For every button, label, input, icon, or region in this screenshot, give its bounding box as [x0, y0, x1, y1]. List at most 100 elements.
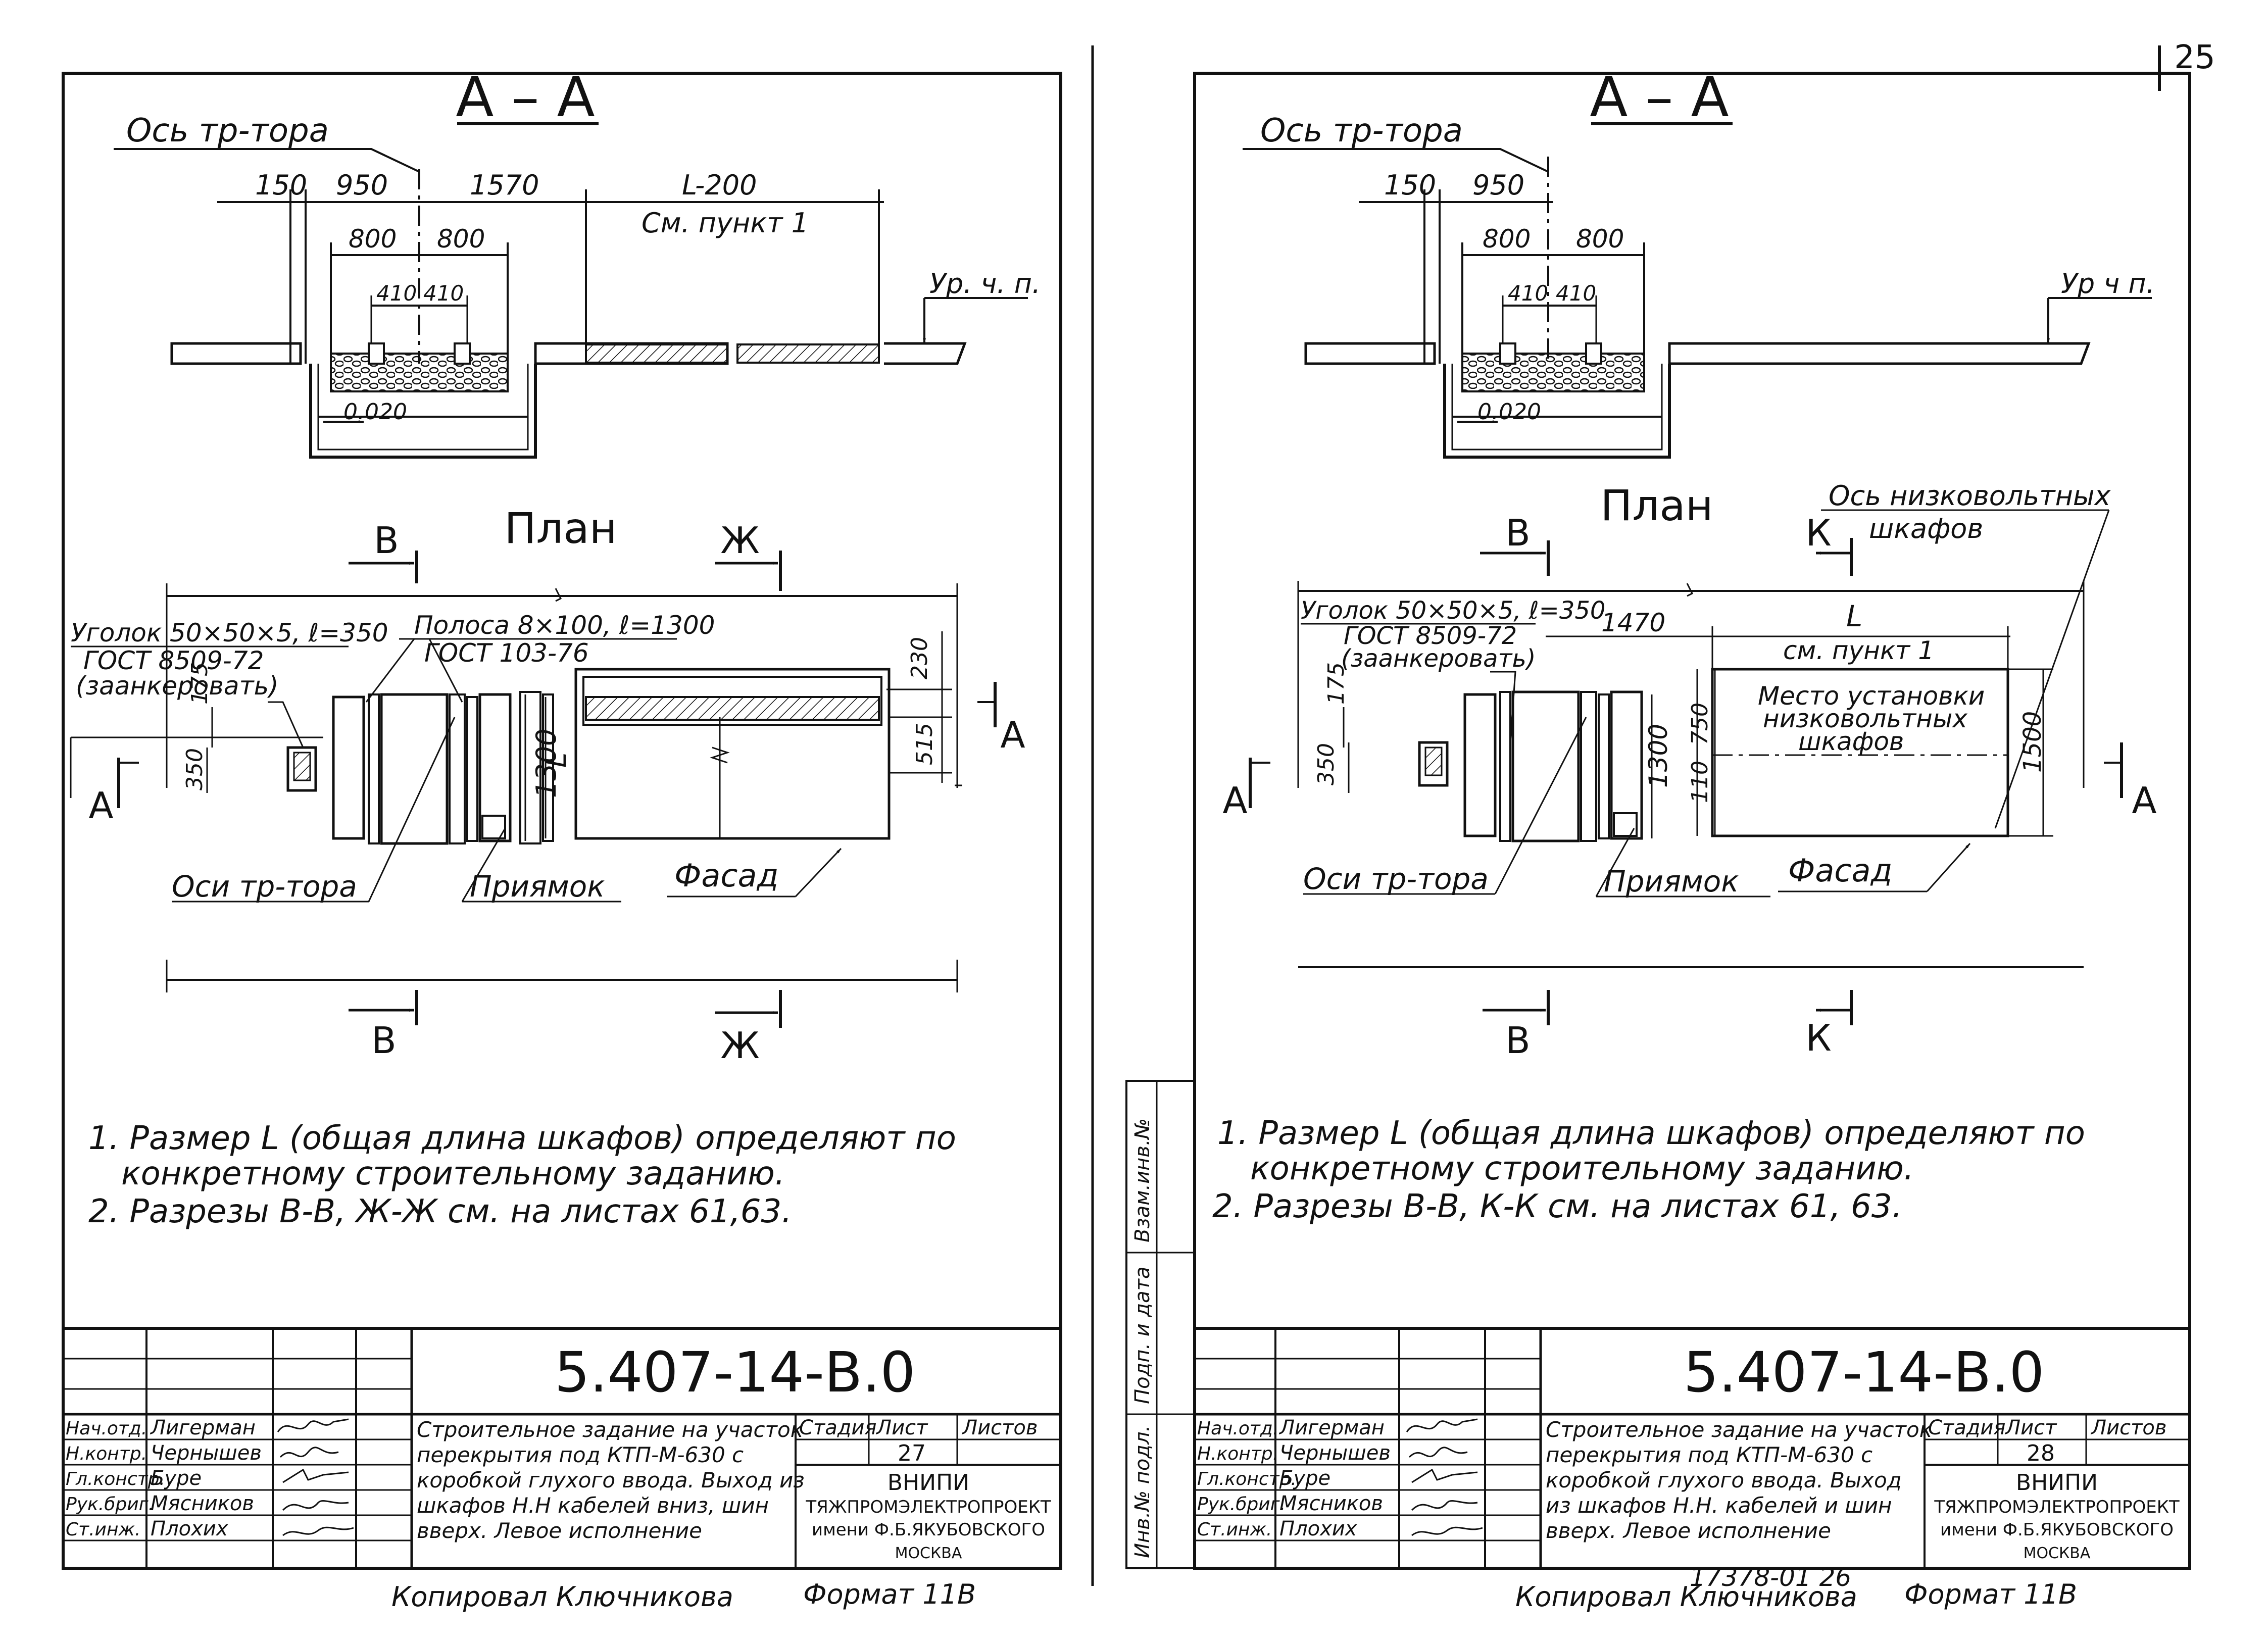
dim-note: См. пункт 1 — [642, 207, 809, 239]
place-label-1: Место установки — [1758, 681, 1985, 711]
desc-4: из шкафов Н.Н. кабелей и шин — [1546, 1493, 1892, 1518]
plan-title: План — [1600, 481, 1713, 530]
dim-150: 150 — [1384, 169, 1436, 201]
transformer-axes-label: Оси тр-тора — [172, 869, 357, 904]
dim-230: 230 — [907, 637, 932, 679]
facade-label: Фасад — [1788, 852, 1892, 889]
copied-by: Копировал Ключникова — [391, 1581, 733, 1613]
angle-note-1: Уголок 50×50×5, ℓ=350 — [1301, 596, 1605, 625]
role-3: Гл.констр. — [66, 1469, 165, 1489]
slab-segment — [736, 343, 880, 364]
cut-b-top: В — [1505, 512, 1530, 554]
drawing-code: 5.407-14-В.0 — [1684, 1340, 2045, 1405]
sheets-label: Листов — [961, 1416, 1038, 1439]
desc-1: Строительное задание на участок — [417, 1417, 804, 1442]
dim-950: 950 — [1472, 169, 1524, 201]
gravel-fill — [1461, 353, 1645, 392]
cable-pit — [1443, 364, 1671, 459]
name-5: Плохих — [1279, 1517, 1357, 1540]
org-4: МОСКВА — [2024, 1545, 2091, 1562]
desc-3: коробкой глухого ввода. Выход — [1546, 1468, 1902, 1492]
role-1: Нач.отд. — [1197, 1418, 1278, 1439]
title-block: 5.407-14-В.0 Нач.отд. Н.контр. Гл.констр… — [63, 1327, 1061, 1568]
dim-800-left: 800 — [349, 224, 397, 254]
name-2: Чернышев — [1279, 1441, 1391, 1465]
desc-1: Строительное задание на участок — [1546, 1417, 1933, 1442]
side-stamp-column: Взам.инв.№ Подп. и дата Инв.№ подл. — [1125, 1080, 1196, 1569]
role-2: Н.контр. — [1197, 1444, 1278, 1464]
notes: 1. Размер L (общая длина шкафов) определ… — [88, 1120, 956, 1230]
dim-410-left: 410 — [376, 281, 417, 306]
cut-a-right: А — [1000, 714, 1025, 756]
dim-1300: 1300 — [1644, 724, 1673, 788]
transformer-block — [1463, 690, 1643, 842]
cut-k-top: К — [1805, 512, 1831, 554]
dim-750: 750 — [1687, 703, 1713, 745]
facade-label: Фасад — [674, 857, 778, 894]
format-label: Формат 11В — [1904, 1578, 2077, 1610]
angle-note-3: (заанкеровать) — [76, 671, 279, 701]
name-3: Буре — [151, 1467, 202, 1490]
lv-axis-label-2: шкафов — [1869, 513, 1983, 544]
note-line-1: 1. Размер L (общая длина шкафов) определ… — [88, 1120, 956, 1157]
note-line-3: 2. Разрезы В-В, Ж-Ж см. на листах 61,63. — [88, 1193, 792, 1230]
angle-note-2: ГОСТ 8509-72 — [1344, 622, 1517, 650]
dim-1470: 1470 — [1601, 608, 1665, 637]
note-line-1: 1. Размер L (общая длина шкафов) определ… — [1217, 1115, 2085, 1152]
dim-l: L — [1846, 599, 1862, 633]
sheet-frame — [62, 72, 1062, 1570]
desc-5: вверх. Левое исполнение — [1546, 1518, 1831, 1543]
name-4: Мясников — [1279, 1492, 1383, 1515]
lv-axis-label-1: Ось низковольтных — [1829, 480, 2111, 512]
stamp-replaced-inv: Взам.инв.№ — [1131, 1118, 1154, 1242]
copied-by: Копировал Ключникова — [1515, 1581, 1857, 1613]
dim-note: см. пункт 1 — [1783, 636, 1934, 665]
cut-zh-bottom: Ж — [720, 1024, 760, 1067]
plan-view: План Ось низковольтных шкафов В К Уголок… — [1222, 480, 2156, 1062]
transformer-block — [332, 691, 554, 845]
signatures — [277, 1418, 354, 1536]
name-5: Плохих — [151, 1517, 228, 1540]
angle-note-1: Уголок 50×50×5, ℓ=350 — [71, 618, 388, 648]
place-label-3: шкафов — [1798, 727, 1904, 756]
place-label-2: низковольтных — [1763, 704, 1967, 733]
note-line-2: конкретному строительному заданию. — [1250, 1150, 1914, 1187]
role-2: Н.контр. — [66, 1444, 147, 1464]
cut-k-bottom: К — [1805, 1017, 1831, 1059]
slope-value: 0.020 — [343, 399, 407, 425]
stage-label: Стадия — [1928, 1416, 2005, 1439]
strip-note-1: Полоса 8×100, ℓ=1300 — [414, 611, 715, 640]
section-aa: А – А Ось тр-тора 150 950 1570 L-200 См.… — [114, 65, 1041, 459]
pit-label: Приямок — [1604, 864, 1739, 899]
plan-title: План — [504, 504, 617, 553]
dim-l-minus-200: L-200 — [682, 169, 757, 201]
org-2: ТЯЖПРОМЭЛЕКТРОПРОЕКТ — [805, 1497, 1051, 1517]
org-1: ВНИПИ — [2016, 1470, 2098, 1496]
right-sheet: А – А Ось тр-тора 150 950 800 800 410 41… — [1125, 65, 2191, 1613]
cut-b-bottom: В — [371, 1019, 396, 1062]
dim-350: 350 — [182, 748, 208, 790]
ground-level-label: Ур ч п. — [2061, 268, 2155, 300]
org-4: МОСКВА — [895, 1545, 962, 1562]
stamp-orig-inv: Инв.№ подл. — [1131, 1425, 1154, 1558]
dim-800-right: 800 — [437, 224, 485, 254]
cut-a-right: А — [2132, 779, 2156, 822]
role-3: Гл.констр. — [1197, 1469, 1297, 1489]
org-3: имени Ф.Б.ЯКУБОВСКОГО — [812, 1520, 1045, 1540]
transformer-axis-label: Ось тр-тора — [1260, 112, 1463, 150]
transformer-axes-label: Оси тр-тора — [1303, 862, 1489, 896]
sheet-label: Лист — [875, 1416, 928, 1439]
page-number: 25 — [2174, 39, 2215, 76]
dim-800-right: 800 — [1576, 224, 1624, 254]
strip-note-2: ГОСТ 103-76 — [424, 638, 589, 668]
name-1: Лигерман — [1278, 1416, 1385, 1439]
name-1: Лигерман — [150, 1416, 256, 1439]
note-line-3: 2. Разрезы В-В, К-К см. на листах 61, 63… — [1212, 1188, 1902, 1225]
sheet-frame — [1193, 72, 2191, 1570]
slope-value: 0.020 — [1477, 399, 1541, 425]
cut-b-bottom: В — [1505, 1019, 1530, 1062]
stamp-sign-date: Подп. и дата — [1131, 1267, 1154, 1404]
dim-410-right: 410 — [423, 281, 464, 306]
org-1: ВНИПИ — [888, 1470, 969, 1496]
